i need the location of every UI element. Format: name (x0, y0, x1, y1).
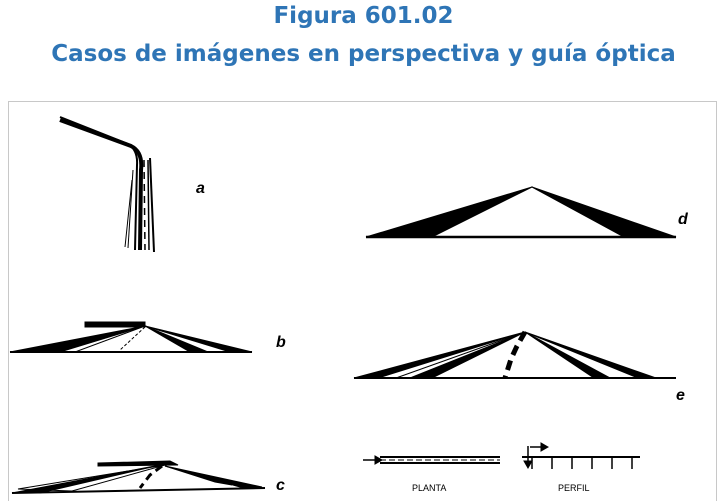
road-b-board (84, 321, 146, 328)
road-c-wedge-left-inner (17, 464, 166, 492)
plan-caption: PLANTA (412, 483, 446, 493)
road-e-wedge-right (524, 331, 611, 379)
panel-a-label: a (196, 180, 205, 197)
panel-d-label: d (678, 211, 689, 228)
road-a-edge-inner (59, 118, 144, 251)
profile-arrow-down-head (523, 460, 533, 470)
road-c-base (11, 487, 266, 494)
panel-d-drawing (365, 186, 677, 239)
road-b-wedge-left-inner (51, 325, 146, 353)
panel-e-drawing (353, 330, 676, 379)
road-b-centerline (119, 326, 146, 351)
road-b-wedge-left (9, 325, 146, 353)
road-a-left-shoulder-2 (124, 179, 133, 248)
road-d-wedge-left (365, 186, 533, 238)
panel-c-drawing (11, 460, 266, 494)
profile-symbol (522, 442, 640, 470)
figure-frame (8, 101, 717, 501)
figure-title: Casos de imágenes en perspectiva y guía … (51, 41, 676, 67)
panel-e-label: e (676, 387, 685, 404)
road-d-wedge-right (531, 186, 677, 238)
road-e-centerline (502, 330, 528, 379)
road-e-wedge-left-inner (409, 331, 526, 379)
road-a-edge-far-right (149, 157, 155, 253)
road-a-centerline (143, 159, 146, 251)
road-c-wedge-right (164, 465, 263, 488)
road-a-edge-right (147, 159, 150, 251)
panel-a-drawing (59, 116, 155, 253)
panel-b-label: b (276, 334, 286, 351)
road-c-wedge-right-inner (164, 465, 233, 486)
plan-arrow-head (374, 455, 384, 465)
panel-c-label: c (276, 477, 285, 494)
plan-symbol (363, 455, 500, 465)
road-c-board (97, 460, 179, 467)
figure-number: Figura 601.02 (273, 3, 454, 29)
road-a-edge-outer (59, 116, 139, 251)
profile-caption: PERFIL (558, 483, 590, 493)
road-e-edge-thin-left (395, 331, 526, 379)
panel-b-drawing (9, 321, 253, 353)
road-c-centerline (138, 464, 163, 489)
profile-arrow-top-head (540, 442, 550, 452)
